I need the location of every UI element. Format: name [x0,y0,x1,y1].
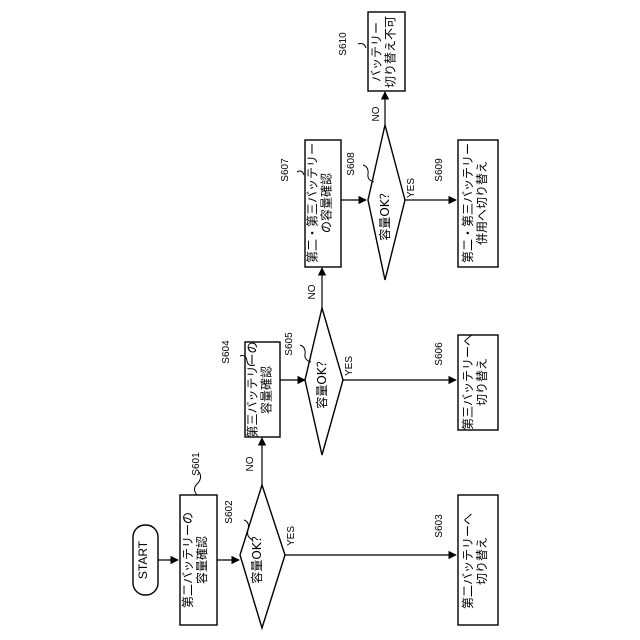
s601-line2: 容量確認 [196,495,210,625]
s603-id: S603 [434,508,446,544]
s605-text: 容量OK？ [316,347,332,417]
s604-id: S604 [221,334,233,370]
s605-no-label: NO [307,281,319,303]
s609-line2: 併用へ切り替え [476,139,490,267]
s602-id: S602 [224,494,236,530]
s601-line1: 第二バッテリーの [182,495,196,625]
s608-id: S608 [346,146,358,182]
s610-line2: 切り替え不可 [384,13,398,92]
s602-no-label: NO [245,453,257,475]
s608-no-label: NO [371,103,383,125]
s603-line2: 切り替え [476,496,490,626]
s610-id: S610 [338,26,350,62]
s605-id: S605 [284,326,296,362]
s607-line1: 第二・第三バッテリー [307,140,321,267]
s602-yes-label: YES [286,522,298,550]
s610-line1: バッテリー [371,13,385,92]
s603-text: 第二バッテリーへ 切り替え [462,496,494,626]
s609-text: 第二・第三バッテリー 併用へ切り替え [462,139,494,267]
s610-leader [358,44,366,49]
start-label: START [137,525,153,595]
s607-line2: の容量確認 [320,140,334,267]
s606-line2: 切り替え [476,317,490,447]
s603-line1: 第二バッテリーへ [462,496,476,626]
s604-line2: 容量確認 [260,343,274,438]
s609-id: S609 [434,152,446,188]
s601-text: 第二バッテリーの 容量確認 [182,495,214,625]
s607-leader [297,171,304,175]
s608-text: 容量OK？ [379,179,395,249]
s604-line1: 第三バッテリーの [247,343,261,438]
s606-line1: 第三バッテリーへ [462,317,476,447]
s608-yes-label: YES [406,174,418,202]
s601-id: S601 [191,446,203,482]
s607-text: 第二・第三バッテリー の容量確認 [307,140,339,267]
s607-id: S607 [280,152,292,188]
s605-yes-label: YES [344,352,356,380]
s604-text: 第三バッテリーの 容量確認 [247,343,279,438]
s610-text: バッテリー 切り替え不可 [371,13,403,92]
s606-text: 第三バッテリーへ 切り替え [462,317,494,447]
s602-text: 容量OK？ [251,522,267,592]
s606-id: S606 [434,336,446,372]
s609-line1: 第二・第三バッテリー [462,139,476,267]
